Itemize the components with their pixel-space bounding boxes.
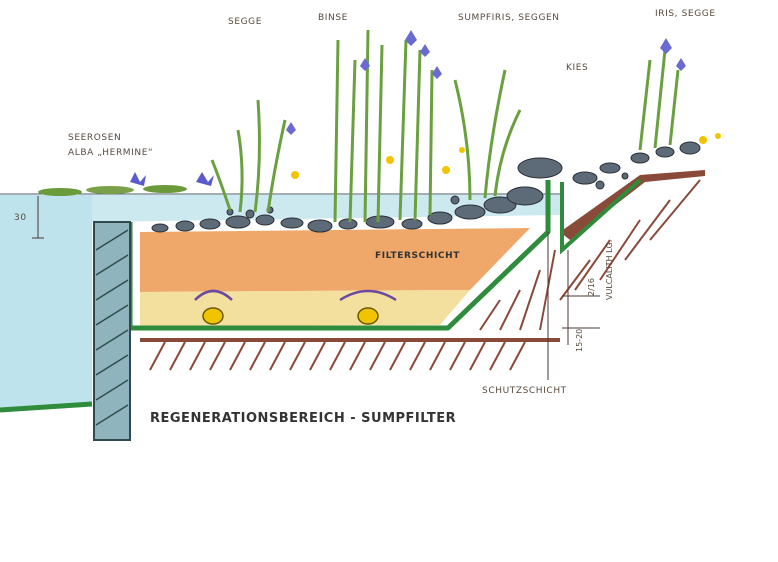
- drain-pipes: [194, 289, 397, 325]
- label-depth: 30: [14, 213, 27, 223]
- dimension-lines: [32, 196, 600, 380]
- label-schutzschicht: SCHUTZSCHICHT: [482, 386, 567, 396]
- label-segge: SEGGE: [228, 17, 262, 27]
- label-seerosen-2: ALBA „HERMINE“: [68, 148, 153, 158]
- sand-layer: [140, 290, 470, 326]
- label-dim-15-20: 15-20: [575, 329, 584, 352]
- right-bank-soil: [560, 170, 705, 240]
- iris-flowers: [286, 30, 686, 135]
- label-seerosen-1: SEEROSEN: [68, 133, 121, 143]
- gravel-layer: [151, 141, 701, 233]
- label-binse: BINSE: [318, 13, 348, 23]
- soil-hatching: [140, 179, 701, 371]
- separating-wall: [93, 221, 131, 441]
- water-lilies: [38, 172, 214, 196]
- label-filterschicht: FILTERSCHICHT: [375, 251, 460, 261]
- yellow-flowers: [291, 133, 721, 179]
- wall-hatching: [95, 229, 129, 426]
- pond-water: [0, 195, 92, 410]
- basin-liner-right: [560, 178, 642, 255]
- filter-layer: [140, 228, 530, 292]
- label-kies: KIES: [566, 63, 588, 73]
- pond-bottom-liner: [0, 401, 93, 413]
- label-sumpfiris: SUMPFIRIS, SEGGEN: [458, 13, 560, 23]
- label-iris-segge: IRIS, SEGGE: [655, 9, 716, 19]
- label-vulcalith: VULCALITH LG.: [605, 240, 614, 300]
- diagram-title: REGENERATIONSBEREICH - SUMPFILTER: [150, 411, 456, 426]
- label-dim-2-16: 2/16: [587, 278, 596, 296]
- marsh-plants: [210, 29, 680, 223]
